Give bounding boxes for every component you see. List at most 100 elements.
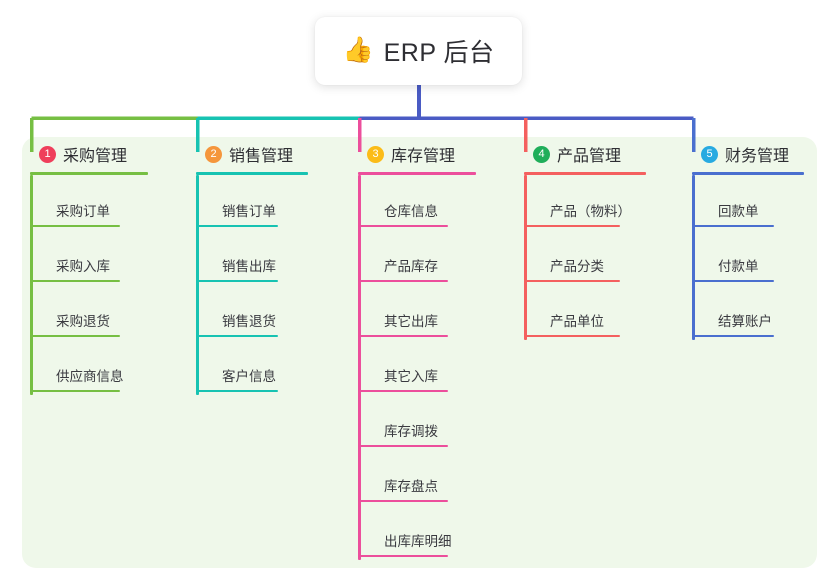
- branch-item-rule: [30, 390, 120, 392]
- branch-header-label: 销售管理: [229, 148, 294, 165]
- branch-item[interactable]: 产品库存: [358, 230, 476, 285]
- branch-item-list: 产品（物料） 产品分类产品单位: [524, 175, 646, 340]
- branch-spine: [692, 175, 695, 340]
- branch-item-rule: [30, 280, 120, 282]
- branch-item-rule: [358, 390, 448, 392]
- branch-item-rule: [358, 445, 448, 447]
- branch-columns: 1 采购管理采购订单采购入库采购退货供应商信息 2 销售管理销售订单销售出库销售退货客…: [0, 137, 839, 568]
- branch-number-badge: 5: [701, 145, 718, 163]
- branch-item-label: 库存盘点: [384, 479, 438, 494]
- branch-header-4[interactable]: 4 产品管理: [524, 137, 646, 171]
- branch-number-badge: 2: [205, 145, 222, 163]
- branch-item[interactable]: 销售出库: [196, 230, 308, 285]
- branch-item-rule: [358, 555, 448, 557]
- branch-item-label: 采购退货: [56, 314, 110, 329]
- branch-item[interactable]: 销售退货: [196, 285, 308, 340]
- branch-item-rule: [358, 335, 448, 337]
- branch-number-badge: 1: [39, 145, 56, 163]
- branch-header-1[interactable]: 1 采购管理: [30, 137, 148, 171]
- branch-item-rule: [358, 500, 448, 502]
- branch-item[interactable]: 结算账户: [692, 285, 804, 340]
- branch-column-2: 2 销售管理销售订单销售出库销售退货客户信息: [196, 137, 308, 395]
- branches-panel: [22, 137, 817, 568]
- branch-header-label: 采购管理: [63, 148, 128, 165]
- branch-column-1: 1 采购管理采购订单采购入库采购退货供应商信息: [30, 137, 148, 395]
- branch-item-label: 产品（物料）: [550, 204, 631, 219]
- branch-item-list: 仓库信息产品库存其它出库其它入库库存调拨库存盘点出库库明细: [358, 175, 476, 560]
- branch-item[interactable]: 库存调拨: [358, 395, 476, 450]
- branch-item-rule: [692, 335, 774, 337]
- branch-item-label: 采购入库: [56, 259, 110, 274]
- branch-item[interactable]: 其它出库: [358, 285, 476, 340]
- branch-header-label: 财务管理: [725, 148, 790, 165]
- branch-item[interactable]: 其它入库: [358, 340, 476, 395]
- branch-item-rule: [524, 280, 620, 282]
- branch-item-label: 采购订单: [56, 204, 110, 219]
- branch-item[interactable]: 付款单: [692, 230, 804, 285]
- branch-item-rule: [196, 390, 278, 392]
- branch-item-label: 供应商信息: [56, 369, 124, 384]
- branch-item[interactable]: 产品分类: [524, 230, 646, 285]
- branch-item-rule: [30, 335, 120, 337]
- branch-item-rule: [196, 225, 278, 227]
- branch-header-3[interactable]: 3 库存管理: [358, 137, 476, 171]
- branch-item-rule: [30, 225, 120, 227]
- branch-header-5[interactable]: 5 财务管理: [692, 137, 804, 171]
- branch-spine: [358, 175, 361, 560]
- branch-item-label: 结算账户: [718, 314, 772, 329]
- branch-item[interactable]: 仓库信息: [358, 175, 476, 230]
- branch-item[interactable]: 库存盘点: [358, 450, 476, 505]
- branch-header-label: 库存管理: [391, 148, 456, 165]
- branch-item[interactable]: 销售订单: [196, 175, 308, 230]
- branch-item-list: 回款单付款单结算账户: [692, 175, 804, 340]
- branch-item-label: 客户信息: [222, 369, 276, 384]
- branch-header-rule: [692, 172, 804, 175]
- branch-item-label: 付款单: [718, 259, 759, 274]
- branch-item-rule: [692, 280, 774, 282]
- root-node[interactable]: 👍 ERP 后台: [315, 17, 522, 85]
- branch-item-list: 采购订单采购入库采购退货供应商信息: [30, 175, 148, 395]
- branch-item-label: 产品分类: [550, 259, 604, 274]
- branch-item-label: 其它入库: [384, 369, 438, 384]
- root-title: ERP 后台: [383, 39, 495, 67]
- branch-item[interactable]: 供应商信息: [30, 340, 148, 395]
- branch-column-5: 5 财务管理回款单付款单结算账户: [692, 137, 804, 340]
- branch-item-label: 产品单位: [550, 314, 604, 329]
- branch-item-rule: [524, 225, 620, 227]
- branch-item-label: 回款单: [718, 204, 759, 219]
- branch-header-2[interactable]: 2 销售管理: [196, 137, 308, 171]
- branch-header-rule: [30, 172, 148, 175]
- branch-item[interactable]: 采购入库: [30, 230, 148, 285]
- branch-item[interactable]: 客户信息: [196, 340, 308, 395]
- branch-spine: [524, 175, 527, 340]
- branch-spine: [196, 175, 199, 395]
- thumbs-up-icon: 👍: [342, 35, 374, 64]
- branch-number-badge: 4: [533, 145, 550, 163]
- branch-item-label: 出库库明细: [384, 534, 452, 549]
- branch-header-rule: [524, 172, 646, 175]
- branch-item[interactable]: 采购订单: [30, 175, 148, 230]
- branch-item[interactable]: 产品（物料）: [524, 175, 646, 230]
- branch-header-label: 产品管理: [557, 148, 622, 165]
- branch-item[interactable]: 出库库明细: [358, 505, 476, 560]
- branch-header-rule: [196, 172, 308, 175]
- branch-item-rule: [358, 280, 448, 282]
- branch-item[interactable]: 采购退货: [30, 285, 148, 340]
- branch-item[interactable]: 回款单: [692, 175, 804, 230]
- branch-spine: [30, 175, 33, 395]
- branch-column-3: 3 库存管理仓库信息产品库存其它出库其它入库库存调拨库存盘点出库库明细: [358, 137, 476, 560]
- branch-item-rule: [358, 225, 448, 227]
- branch-number-badge: 3: [367, 145, 384, 163]
- branch-item-rule: [692, 225, 774, 227]
- branch-item-label: 库存调拨: [384, 424, 438, 439]
- branch-item[interactable]: 产品单位: [524, 285, 646, 340]
- branch-item-label: 销售退货: [222, 314, 276, 329]
- branch-item-label: 其它出库: [384, 314, 438, 329]
- branch-item-label: 销售订单: [222, 204, 276, 219]
- branch-header-rule: [358, 172, 476, 175]
- branch-item-label: 仓库信息: [384, 204, 438, 219]
- branch-item-list: 销售订单销售出库销售退货客户信息: [196, 175, 308, 395]
- branch-column-4: 4 产品管理产品（物料） 产品分类产品单位: [524, 137, 646, 340]
- branch-item-label: 产品库存: [384, 259, 438, 274]
